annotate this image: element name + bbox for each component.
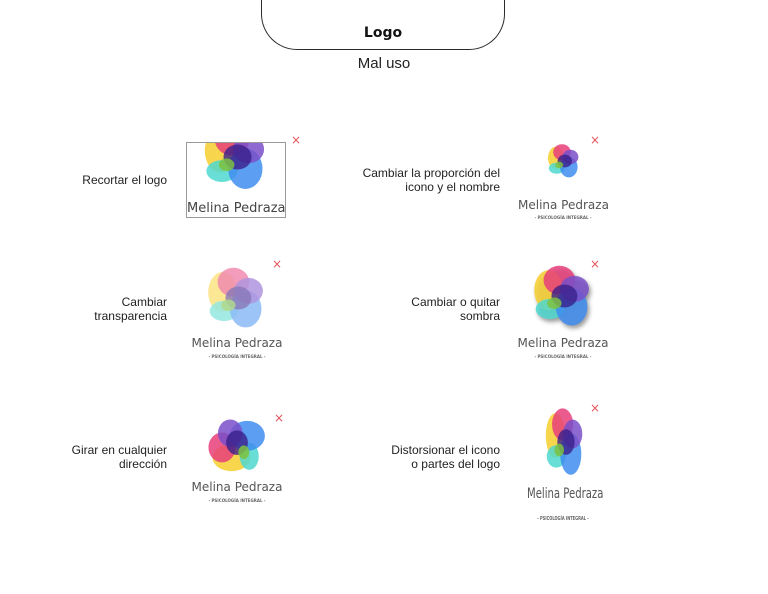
- x-mark-icon: ×: [590, 133, 601, 147]
- example-label-line2: sombra: [459, 309, 500, 323]
- example-label-transparency: Cambiar transparencia: [60, 295, 167, 323]
- example-label-proportion: Cambiar la proporción del icono y el nom…: [330, 166, 500, 194]
- example-label-line2: dirección: [118, 457, 167, 471]
- page-title: Mal uso: [357, 55, 411, 72]
- example-label-line1: Cambiar o quitar: [411, 295, 500, 309]
- flower-icon: [201, 260, 273, 336]
- example-label-line1: Cambiar la proporción del: [362, 166, 500, 180]
- brand-tagline: - PSICOLOGÍA INTEGRAL -: [534, 215, 592, 220]
- x-mark-icon: ×: [274, 411, 285, 425]
- brand-name: Melina Pedraza: [187, 201, 286, 216]
- logo-transparency: Melina Pedraza - PSICOLOGÍA INTEGRAL -: [187, 260, 287, 360]
- example-label-distort: Distorsionar el icono o partes del logo: [360, 443, 500, 471]
- logo-tab-label: Logo: [363, 25, 403, 41]
- brand-tagline: - PSICOLOGÍA INTEGRAL -: [208, 498, 266, 503]
- example-label-line2: o partes del logo: [411, 457, 500, 471]
- x-mark-icon: ×: [272, 257, 283, 271]
- flower-icon: [527, 258, 599, 334]
- logo-distorted: Melina Pedraza - PSICOLOGÍA INTEGRAL -: [513, 402, 613, 528]
- brand-tagline: - PSICOLOGÍA INTEGRAL -: [534, 354, 592, 359]
- example-label-rotate: Girar en cualquier dirección: [60, 443, 167, 471]
- brand-tagline: - PSICOLOGÍA INTEGRAL -: [208, 354, 266, 359]
- brand-name: Melina Pedraza: [191, 336, 283, 350]
- logo-cropped: Melina Pedraza: [186, 142, 286, 218]
- flower-icon: [544, 138, 584, 184]
- flower-icon: [541, 402, 589, 482]
- example-label-line1: Girar en cualquier: [71, 443, 167, 457]
- brand-tagline: - PSICOLOGÍA INTEGRAL -: [537, 516, 589, 522]
- logo-rotated: Melina Pedraza - PSICOLOGÍA INTEGRAL -: [187, 410, 287, 506]
- flower-icon: [197, 142, 275, 199]
- x-mark-icon: ×: [291, 133, 302, 147]
- flower-icon: [203, 408, 271, 480]
- logo-proportion: Melina Pedraza - PSICOLOGÍA INTEGRAL -: [518, 138, 609, 224]
- example-label-line2: transparencia: [94, 309, 167, 323]
- example-label-line1: Recortar el logo: [82, 173, 167, 187]
- brand-name: Melina Pedraza: [518, 198, 609, 212]
- brand-name: Melina Pedraza: [191, 480, 283, 494]
- brand-name: Melina Pedraza: [527, 486, 604, 502]
- logo-shadow: Melina Pedraza - PSICOLOGÍA INTEGRAL -: [513, 258, 613, 360]
- example-label-line1: Distorsionar el icono: [391, 443, 500, 457]
- example-label-shadow: Cambiar o quitar sombra: [380, 295, 500, 323]
- brand-name: Melina Pedraza: [517, 336, 609, 350]
- logo-tab[interactable]: Logo: [261, 0, 505, 50]
- example-label-line2: icono y el nombre: [405, 180, 500, 194]
- x-mark-icon: ×: [590, 257, 601, 271]
- example-label-crop: Recortar el logo: [60, 173, 167, 187]
- example-label-line1: Cambiar: [121, 295, 167, 309]
- x-mark-icon: ×: [590, 401, 601, 415]
